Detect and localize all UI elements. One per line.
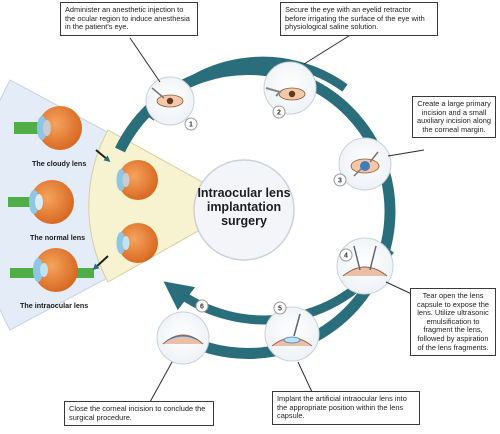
step-bubble-2 [263, 61, 317, 115]
step-bubble-6 [156, 311, 210, 365]
step-number-5: 5 [278, 306, 282, 313]
step-bubble-1 [145, 76, 195, 126]
eye-inner-upper-illustration [116, 160, 158, 200]
step-bubble-3 [338, 137, 392, 191]
callout-step-1: Administer an anesthetic injection to th… [60, 2, 198, 36]
step-number-6: 6 [200, 304, 204, 311]
label-normal-lens: The normal lens [30, 233, 86, 242]
center-circle [193, 159, 295, 261]
eye-intraocular-illustration [10, 248, 94, 292]
step-bubble-4 [336, 237, 394, 295]
step-number-markers: 1 2 3 4 5 6 [184, 105, 353, 315]
callout-step-3: Create a large primary incision and a sm… [412, 96, 496, 139]
step-number-2: 2 [277, 110, 281, 117]
step-bubble-5 [264, 306, 320, 362]
eye-normal-illustration [8, 180, 74, 224]
label-intraocular-lens: The intraocular lens [20, 301, 89, 310]
callout-step-5: Implant the artificial intraocular lens … [272, 391, 420, 425]
callout-step-2: Secure the eye with an eyelid retractor … [280, 2, 438, 36]
callout-step-6: Close the corneal incision to conclude t… [64, 401, 214, 427]
callout-step-4: Tear open the lens capsule to expose the… [410, 288, 496, 357]
eye-cloudy-illustration [14, 106, 82, 150]
label-cloudy-lens: The cloudy lens [32, 159, 87, 168]
step-number-4: 4 [344, 253, 348, 260]
pointer-arrow-upper [95, 149, 111, 163]
eye-inner-lower-illustration [116, 223, 158, 263]
step-number-1: 1 [189, 122, 193, 129]
center-title: Intraocular lens implantation surgery [197, 186, 291, 228]
step-number-3: 3 [338, 178, 342, 185]
pointer-arrow-lower [92, 255, 109, 271]
